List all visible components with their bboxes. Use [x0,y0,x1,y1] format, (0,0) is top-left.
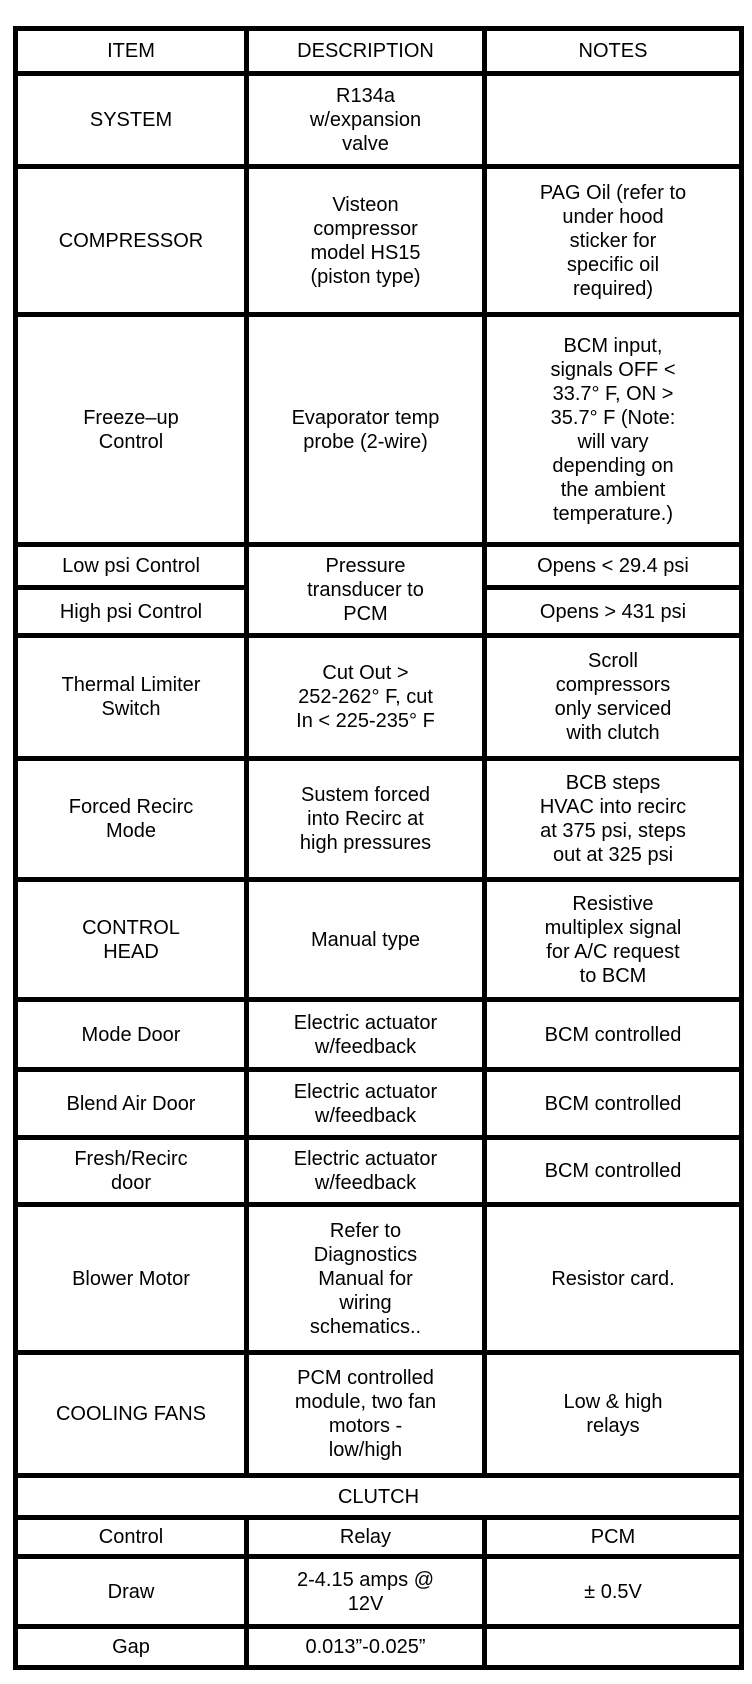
item-cell: Blend Air Door [13,1067,249,1140]
description-cell: Electric actuator w/feedback [244,1067,487,1140]
header-row: ITEM DESCRIPTION NOTES [13,26,744,76]
notes-cell [482,1624,744,1670]
item-cell: SYSTEM [13,71,249,169]
table-row-blower-motor: Blower Motor Refer to Diagnostics Manual… [13,1202,744,1355]
table-row-thermal-limiter-switch: Thermal Limiter Switch Cut Out > 252-262… [13,633,744,761]
table-row-clutch-section: CLUTCH [13,1473,744,1520]
table-row-compressor: COMPRESSOR Visteon compressor model HS15… [13,164,744,317]
description-cell: Relay [244,1515,487,1559]
notes-cell: Scroll compressors only serviced with cl… [482,633,744,761]
description-cell: Manual type [244,877,487,1002]
description-cell: 2-4.15 amps @ 12V [244,1554,487,1629]
description-cell: Evaporator temp probe (2-wire) [244,312,487,547]
notes-cell: PAG Oil (refer to under hood sticker for… [482,164,744,317]
item-cell: CONTROL HEAD [13,877,249,1002]
notes-cell: BCM controlled [482,1135,744,1207]
notes-cell: Opens < 29.4 psi [482,542,744,590]
notes-cell: Resistor card. [482,1202,744,1355]
notes-cell: Low & high relays [482,1350,744,1478]
table-row-clutch-control: Control Relay PCM [13,1515,744,1559]
description-cell: Electric actuator w/feedback [244,1135,487,1207]
item-cell: Thermal Limiter Switch [13,633,249,761]
notes-cell: ± 0.5V [482,1554,744,1629]
item-cell: High psi Control [13,585,249,638]
item-cell: Forced Recirc Mode [13,756,249,882]
column-header-item: ITEM [13,26,249,76]
table-row-freeze-up-control: Freeze–up Control Evaporator temp probe … [13,312,744,547]
item-cell: Control [13,1515,249,1559]
hvac-spec-table: ITEM DESCRIPTION NOTES SYSTEM R134a w/ex… [13,26,744,1670]
table-row-system: SYSTEM R134a w/expansion valve [13,71,744,169]
description-cell: 0.013”-0.025” [244,1624,487,1670]
table-row-fresh-recirc-door: Fresh/Recirc door Electric actuator w/fe… [13,1135,744,1207]
description-cell: Refer to Diagnostics Manual for wiring s… [244,1202,487,1355]
item-cell: Freeze–up Control [13,312,249,547]
table-row-control-head: CONTROL HEAD Manual type Resistive multi… [13,877,744,1002]
column-header-description: DESCRIPTION [244,26,487,76]
table-row-low-psi-control: Low psi Control Pressure transducer to P… [13,542,744,638]
notes-cell: BCM controlled [482,1067,744,1140]
table-row-clutch-draw: Draw 2-4.15 amps @ 12V ± 0.5V [13,1554,744,1629]
column-header-notes: NOTES [482,26,744,76]
item-cell: Fresh/Recirc door [13,1135,249,1207]
description-cell: PCM controlled module, two fan motors - … [244,1350,487,1478]
table-row-cooling-fans: COOLING FANS PCM controlled module, two … [13,1350,744,1478]
description-cell-pressure-transducer: Pressure transducer to PCM [244,542,487,638]
table-row-blend-air-door: Blend Air Door Electric actuator w/feedb… [13,1067,744,1140]
description-cell: Sustem forced into Recirc at high pressu… [244,756,487,882]
item-cell: Gap [13,1624,249,1670]
description-cell: Cut Out > 252-262° F, cut In < 225-235° … [244,633,487,761]
notes-cell [482,71,744,169]
section-header-cell: CLUTCH [13,1473,744,1520]
item-cell: Mode Door [13,997,249,1072]
item-cell: Blower Motor [13,1202,249,1355]
item-cell: Low psi Control [13,542,249,590]
notes-cell: Resistive multiplex signal for A/C reque… [482,877,744,1002]
item-cell: Draw [13,1554,249,1629]
table-row-mode-door: Mode Door Electric actuator w/feedback B… [13,997,744,1072]
description-cell: R134a w/expansion valve [244,71,487,169]
item-cell: COOLING FANS [13,1350,249,1478]
description-cell: Electric actuator w/feedback [244,997,487,1072]
notes-cell: BCB steps HVAC into recirc at 375 psi, s… [482,756,744,882]
notes-cell: BCM input, signals OFF < 33.7° F, ON > 3… [482,312,744,547]
table-row-forced-recirc-mode: Forced Recirc Mode Sustem forced into Re… [13,756,744,882]
notes-cell: BCM controlled [482,997,744,1072]
description-cell: Visteon compressor model HS15 (piston ty… [244,164,487,317]
table-row-high-psi-control: High psi Control Opens > 431 psi [13,585,744,638]
notes-cell: Opens > 431 psi [482,585,744,638]
notes-cell: PCM [482,1515,744,1559]
table-row-clutch-gap: Gap 0.013”-0.025” [13,1624,744,1670]
item-cell: COMPRESSOR [13,164,249,317]
